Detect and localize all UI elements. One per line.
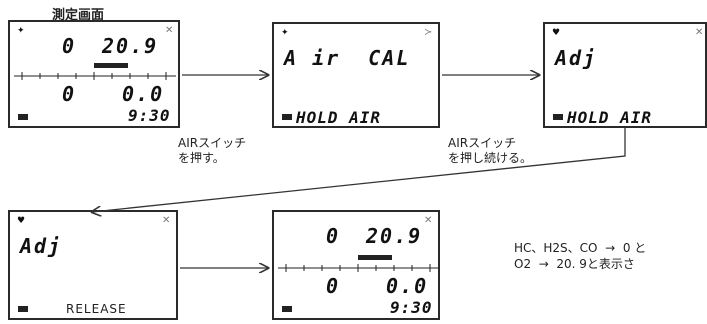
o2-reading: 20.9	[102, 34, 159, 58]
air-cal-screen: ✦ ≻ A ir CAL HOLD AIR	[272, 22, 440, 128]
co-reading: 0	[326, 224, 341, 248]
release-text: RELEASE	[66, 302, 127, 316]
o2-reading: 20.9	[366, 224, 423, 248]
close-icon: ✕	[165, 25, 174, 36]
scale-bar	[278, 264, 438, 272]
clock-reading: 9:30	[128, 106, 171, 125]
heart-icon: ✦	[281, 28, 289, 38]
arrow-3-4	[92, 128, 626, 212]
o2-level-bar	[358, 255, 392, 260]
note-line-1: HC、H2S、CO → 0 と	[514, 241, 647, 255]
close-icon: ✕	[695, 27, 704, 38]
note-line-2: O2 → 20. 9と表示さ	[514, 257, 635, 271]
page-title: 測定画面	[52, 8, 105, 23]
hold-caption: AIRスイッチ を押し続ける。	[448, 136, 533, 165]
close-icon: ✕	[162, 215, 171, 226]
heart-icon: ✦	[17, 26, 25, 36]
mode-text: Adj	[555, 46, 598, 70]
close-icon: ≻	[424, 27, 433, 38]
battery-icon	[282, 306, 292, 312]
adj-hold-screen: ♥ ✕ Adj HOLD AIR	[543, 22, 707, 128]
press-caption: AIRスイッチ を押す。	[178, 136, 247, 165]
mode-text: Adj	[20, 234, 63, 258]
hold-air-text: HOLD AIR	[567, 108, 653, 127]
battery-icon	[18, 114, 28, 120]
o2-level-bar	[94, 63, 128, 68]
battery-icon	[553, 114, 563, 120]
h2s-reading: 0	[62, 82, 77, 106]
co-reading: 0	[62, 34, 77, 58]
heart-icon: ♥	[552, 28, 561, 38]
hc-reading: 0.0	[122, 82, 165, 106]
heart-icon: ♥	[17, 216, 26, 226]
result-screen: ✕ 0 20.9 0 0.0 9:30	[272, 210, 440, 320]
adj-release-screen: ♥ ✕ Adj RELEASE	[8, 210, 178, 320]
clock-reading: 9:30	[390, 298, 433, 317]
scale-bar	[14, 72, 176, 80]
h2s-reading: 0	[326, 274, 341, 298]
battery-icon	[18, 306, 28, 312]
battery-icon	[282, 114, 292, 120]
mode-text: A ir CAL	[284, 46, 411, 70]
hc-reading: 0.0	[386, 274, 429, 298]
hold-air-text: HOLD AIR	[296, 108, 382, 127]
close-icon: ✕	[424, 215, 433, 226]
